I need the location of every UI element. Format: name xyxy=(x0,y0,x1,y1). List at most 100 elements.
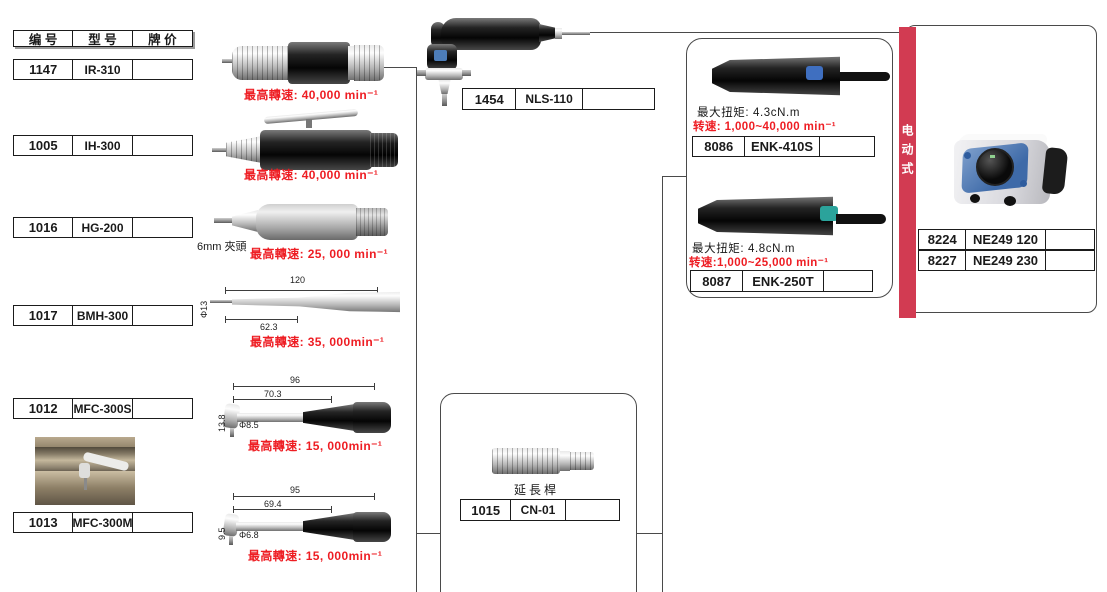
plate-enk410s-id: 8086 xyxy=(704,139,734,154)
plate-enk250t-id: 8087 xyxy=(702,273,732,289)
mfc300m-shaft xyxy=(236,522,305,531)
plate-ih300-id: 1005 xyxy=(28,138,58,153)
enk250t-image xyxy=(694,188,887,243)
plate-nls110: 1454 NLS-110 xyxy=(462,88,655,110)
plate-bmh300-id: 1017 xyxy=(28,308,58,323)
plate-cn01-price xyxy=(564,500,619,520)
mfc300m-dim-overall: 95 xyxy=(290,485,301,495)
nls110-clamp-pin-left xyxy=(417,70,426,76)
cn01-name: 延長桿 xyxy=(514,483,560,497)
plate-hg200-model: HG-200 xyxy=(72,218,131,237)
plate-mfc300s-model: MFC-300S xyxy=(72,399,132,418)
mfc300m-dim-head-height: 9.5 xyxy=(217,527,227,540)
plate-nls110-price xyxy=(581,89,654,109)
ih300-nose xyxy=(226,136,262,163)
plate-mfc300m-price xyxy=(131,513,192,532)
ne249-knob-left xyxy=(964,152,971,159)
plate-ih300: 1005 IH-300 xyxy=(13,135,193,156)
header-price: 牌 价 xyxy=(131,31,192,46)
ne249-connector-left xyxy=(970,194,980,203)
ih300-lever-post xyxy=(306,119,312,128)
connector-trunk-to-motor-box xyxy=(662,176,687,177)
ir310-spindle xyxy=(222,59,234,63)
mfc300m-bit xyxy=(229,536,233,545)
cn01-thread-end xyxy=(570,452,594,470)
enk410s-image xyxy=(702,50,890,102)
mfc300m-image xyxy=(222,512,394,558)
ir310-spec: 最高轉速: 40,000 min⁻¹ xyxy=(244,88,379,102)
ne249-handpiece-holder xyxy=(1041,146,1069,196)
plate-bmh300: 1017 BMH-300 xyxy=(13,305,193,326)
hg200-chuck-note: 6mm 夾頭 xyxy=(197,241,247,253)
extension-bar-group-box xyxy=(440,393,637,592)
plate-hg200-price xyxy=(131,218,192,237)
plate-hg200-id: 1016 xyxy=(28,220,58,235)
enk250t-torque: 最大扭矩: 4.8cN.m xyxy=(692,243,796,255)
mfc300m-cone xyxy=(303,513,355,540)
enk250t-body xyxy=(698,196,833,236)
hg200-body xyxy=(256,204,358,240)
price-table-header: 编 号 型 号 牌 价 xyxy=(13,30,193,47)
hg200-rear xyxy=(356,208,388,236)
mfc300s-image xyxy=(222,402,394,448)
plate-mfc300s-price xyxy=(131,399,192,418)
enk410s-torque: 最大扭矩: 4.3cN.m xyxy=(697,107,801,119)
ir310-ring xyxy=(348,46,354,80)
category-bar-electric xyxy=(899,27,916,318)
ir310-body xyxy=(288,42,350,84)
plate-ih300-price xyxy=(131,136,192,155)
plate-enk250t-model: ENK-250T xyxy=(742,271,822,291)
hg200-nose xyxy=(232,210,258,232)
category-bar-label: 电动式 xyxy=(900,124,914,181)
plate-mfc300m-id: 1013 xyxy=(28,515,58,530)
ne249-knob-right xyxy=(1020,180,1027,187)
bmh300-spindle xyxy=(210,300,234,303)
ne249-display-dot xyxy=(990,155,995,158)
nls110-bit xyxy=(562,32,590,35)
photo-handpiece-head xyxy=(79,463,90,478)
ih300-body xyxy=(260,130,372,170)
enk250t-speed: 转速:1,000~25,000 min⁻¹ xyxy=(689,257,829,269)
bmh300-dimline-front xyxy=(225,316,298,323)
plate-enk250t-price xyxy=(822,271,872,291)
mfc300s-dim-front: 70.3 xyxy=(264,389,282,399)
nls110-clamp-collar xyxy=(425,68,463,80)
mfc300m-spec: 最高轉速: 15, 000min⁻¹ xyxy=(248,549,383,563)
plate-ne249-230: 8227 NE249 230 xyxy=(918,250,1095,271)
mfc300m-rear xyxy=(353,512,391,542)
plate-ir310-model: IR-310 xyxy=(72,60,131,79)
mfc300m-dim-diameter: Φ6.8 xyxy=(239,530,259,540)
plate-ne249-120: 8224 NE249 120 xyxy=(918,229,1095,250)
mfc300s-bit xyxy=(230,428,234,437)
plate-cn01: 1015 CN-01 xyxy=(460,499,620,521)
cn01-step xyxy=(560,451,570,471)
plate-cn01-model: CN-01 xyxy=(510,500,564,520)
plate-ir310-id: 1147 xyxy=(29,62,58,77)
bmh300-dimline-overall xyxy=(225,287,378,294)
plate-ne249-230-id: 8227 xyxy=(927,253,957,268)
ir310-image xyxy=(222,38,387,88)
plate-hg200: 1016 HG-200 xyxy=(13,217,193,238)
mfc300s-dimline-overall xyxy=(233,383,375,390)
header-model: 型 号 xyxy=(72,31,131,46)
cn01-body xyxy=(492,448,560,474)
ne249-image xyxy=(948,122,1070,222)
ih300-spec: 最高轉速: 40,000 min⁻¹ xyxy=(244,168,379,182)
plate-enk410s-price xyxy=(818,137,874,156)
mfc300m-dim-front: 69.4 xyxy=(264,499,282,509)
plate-bmh300-price xyxy=(131,306,192,325)
ne249-connector-right xyxy=(1004,196,1016,206)
plate-enk410s: 8086 ENK-410S xyxy=(692,136,875,157)
plate-ne249-230-price xyxy=(1044,251,1094,270)
nls110-chuck-tip xyxy=(442,94,447,106)
enk250t-cable xyxy=(836,214,886,224)
cn01-image xyxy=(492,446,594,476)
brushless-motor-group-box xyxy=(686,38,893,298)
hg200-spec: 最高轉速: 25, 000 min⁻¹ xyxy=(250,247,388,261)
ne249-dial xyxy=(976,148,1014,186)
mfc300m-dimline-overall xyxy=(233,493,375,500)
nls110-clamp-pin-right xyxy=(462,70,471,76)
enk410s-cable xyxy=(840,72,890,81)
bmh300-image xyxy=(210,288,402,316)
enk410s-button xyxy=(806,66,823,80)
